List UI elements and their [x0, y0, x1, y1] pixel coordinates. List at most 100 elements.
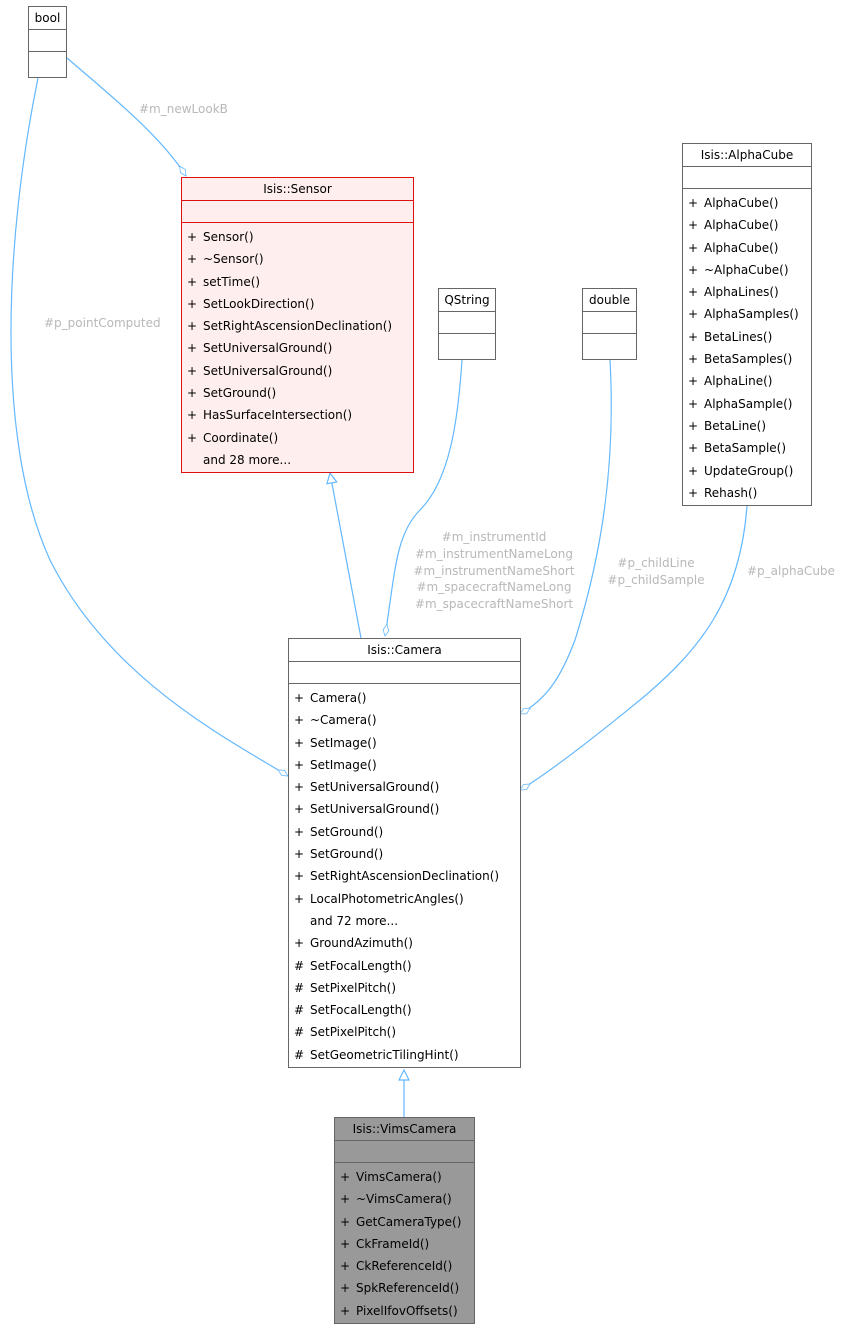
operation-name: PixelIfovOffsets()	[356, 1303, 458, 1318]
visibility-marker: +	[187, 408, 198, 423]
class-isis-sensor[interactable]: Isis::Sensor +Sensor()+~Sensor()+setTime…	[181, 177, 414, 473]
visibility-marker: +	[294, 713, 305, 728]
edge-label-alpha-cube: #p_alphaCube	[747, 564, 835, 578]
class-double[interactable]: double	[582, 288, 637, 360]
edge-alphacube-camera	[520, 505, 748, 791]
class-vims-operations: +VimsCamera()+~VimsCamera()+GetCameraTyp…	[335, 1163, 474, 1322]
operation-name: SetFocalLength()	[310, 1003, 412, 1018]
camera-operation: # SetFocalLength()	[289, 999, 520, 1021]
visibility-marker: +	[688, 485, 699, 500]
alphacube-operation: +AlphaCube()	[683, 237, 811, 259]
visibility-marker: +	[340, 1303, 351, 1318]
visibility-marker: +	[187, 252, 198, 267]
visibility-marker: +	[294, 824, 305, 839]
edge-camera-inherits-sensor	[330, 473, 362, 639]
operation-name: CkReferenceId()	[356, 1259, 453, 1274]
alphacube-operation: + BetaSamples()	[683, 348, 811, 370]
edge-label-line: #m_spacecraftNameShort	[414, 597, 574, 612]
visibility-marker: +	[688, 285, 699, 300]
class-isis-alphacube[interactable]: Isis::AlphaCube +AlphaCube()+AlphaCube()…	[682, 143, 812, 506]
operation-name: Rehash()	[704, 485, 758, 500]
camera-operation: + LocalPhotometricAngles()	[289, 888, 520, 910]
class-vims-attributes	[335, 1141, 474, 1163]
visibility-marker: +	[187, 430, 198, 445]
class-camera-title: Isis::Camera	[289, 639, 520, 662]
class-qstring-operations	[439, 334, 495, 355]
vims-operation: +SpkReferenceId()	[335, 1277, 474, 1299]
camera-operation: +SetImage()	[289, 754, 520, 776]
sensor-operation: +SetLookDirection()	[182, 293, 413, 315]
visibility-marker: +	[688, 240, 699, 255]
edge-label-line: #m_instrumentId	[441, 530, 547, 544]
edge-label-point-computed: #p_pointComputed	[44, 316, 161, 330]
visibility-marker: +	[688, 196, 699, 210]
operation-name: Camera()	[310, 691, 367, 705]
class-alphacube-operations: +AlphaCube()+AlphaCube()+AlphaCube()+~Al…	[683, 189, 811, 504]
visibility-marker: #	[294, 1047, 305, 1062]
visibility-marker: +	[688, 418, 699, 433]
sensor-operation: +~Sensor()	[182, 248, 413, 270]
alphacube-operation: +BetaLine()	[683, 415, 811, 437]
sensor-operation: +Sensor()	[182, 226, 413, 248]
operation-name: SetUniversalGround()	[203, 341, 333, 356]
visibility-marker: +	[688, 463, 699, 478]
class-qstring-attributes	[439, 312, 495, 334]
visibility-marker: +	[294, 869, 305, 884]
camera-operation: + SetGround()	[289, 821, 520, 843]
vims-operation: +~VimsCamera()	[335, 1188, 474, 1210]
visibility-marker: +	[294, 936, 305, 951]
visibility-marker: #	[294, 1003, 305, 1018]
operation-name: SetGround()	[310, 824, 384, 839]
class-isis-vimscamera[interactable]: Isis::VimsCamera +VimsCamera()+~VimsCame…	[334, 1117, 475, 1324]
class-qstring[interactable]: QString	[438, 288, 496, 360]
alphacube-operation: +BetaSample()	[683, 437, 811, 459]
operation-name: SetRightAscensionDeclination()	[203, 319, 393, 334]
operation-name: LocalPhotometricAngles()	[310, 891, 464, 906]
visibility-marker: +	[688, 352, 699, 367]
visibility-marker: +	[187, 341, 198, 356]
operation-name: ~Camera()	[310, 713, 377, 728]
operation-name: BetaSamples()	[704, 352, 793, 367]
visibility-marker: +	[294, 891, 305, 906]
edge-bool-camera	[10, 77, 288, 777]
camera-operation: #SetGeometricTilingHint()	[289, 1044, 520, 1066]
visibility-marker: +	[187, 319, 198, 334]
visibility-marker: +	[294, 802, 305, 817]
class-bool-title: bool	[29, 7, 66, 30]
sensor-operation: and 28 more...	[182, 449, 413, 471]
operation-name: SetGround()	[203, 386, 277, 401]
alphacube-operation: +AlphaSamples()	[683, 303, 811, 325]
operation-name: GetCameraType()	[356, 1214, 462, 1229]
camera-operation: + ~Camera()	[289, 709, 520, 731]
operation-name: SetPixelPitch()	[310, 980, 397, 995]
alphacube-operation: +~AlphaCube()	[683, 259, 811, 281]
operation-name: BetaSample()	[704, 441, 787, 456]
class-alphacube-title: Isis::AlphaCube	[683, 144, 811, 167]
visibility-marker: +	[688, 329, 699, 344]
edge-label-new-look-b: #m_newLookB	[139, 102, 228, 116]
camera-operation: #SetPixelPitch()	[289, 1021, 520, 1043]
visibility-marker: +	[340, 1281, 351, 1296]
visibility-marker: +	[688, 396, 699, 411]
operation-name: AlphaLines()	[704, 285, 779, 300]
operation-name: Coordinate()	[203, 430, 279, 445]
visibility-marker: +	[187, 296, 198, 311]
class-bool[interactable]: bool	[28, 6, 67, 78]
visibility-marker: +	[187, 386, 198, 401]
operation-name: and 28 more...	[203, 452, 292, 467]
sensor-operation: + SetRightAscensionDeclination()	[182, 315, 413, 337]
operation-name: BetaLines()	[704, 329, 773, 344]
edge-label-qstring-members: #m_instrumentId#m_instrumentNameLong#m_i…	[404, 529, 584, 613]
vims-operation: +GetCameraType()	[335, 1211, 474, 1233]
camera-operation: +SetGround()	[289, 843, 520, 865]
operation-name: SetFocalLength()	[310, 958, 412, 973]
alphacube-operation: + BetaLines()	[683, 326, 811, 348]
operation-name: HasSurfaceIntersection()	[203, 408, 353, 423]
operation-name: SetImage()	[310, 735, 377, 750]
class-sensor-title: Isis::Sensor	[182, 178, 413, 201]
class-sensor-operations: +Sensor()+~Sensor()+setTime()+SetLookDir…	[182, 223, 413, 471]
operation-name: SetRightAscensionDeclination()	[310, 869, 500, 884]
class-isis-camera[interactable]: Isis::Camera +Camera()+~Camera()+SetImag…	[288, 638, 521, 1068]
edge-label-line: #p_childLine	[617, 556, 695, 570]
